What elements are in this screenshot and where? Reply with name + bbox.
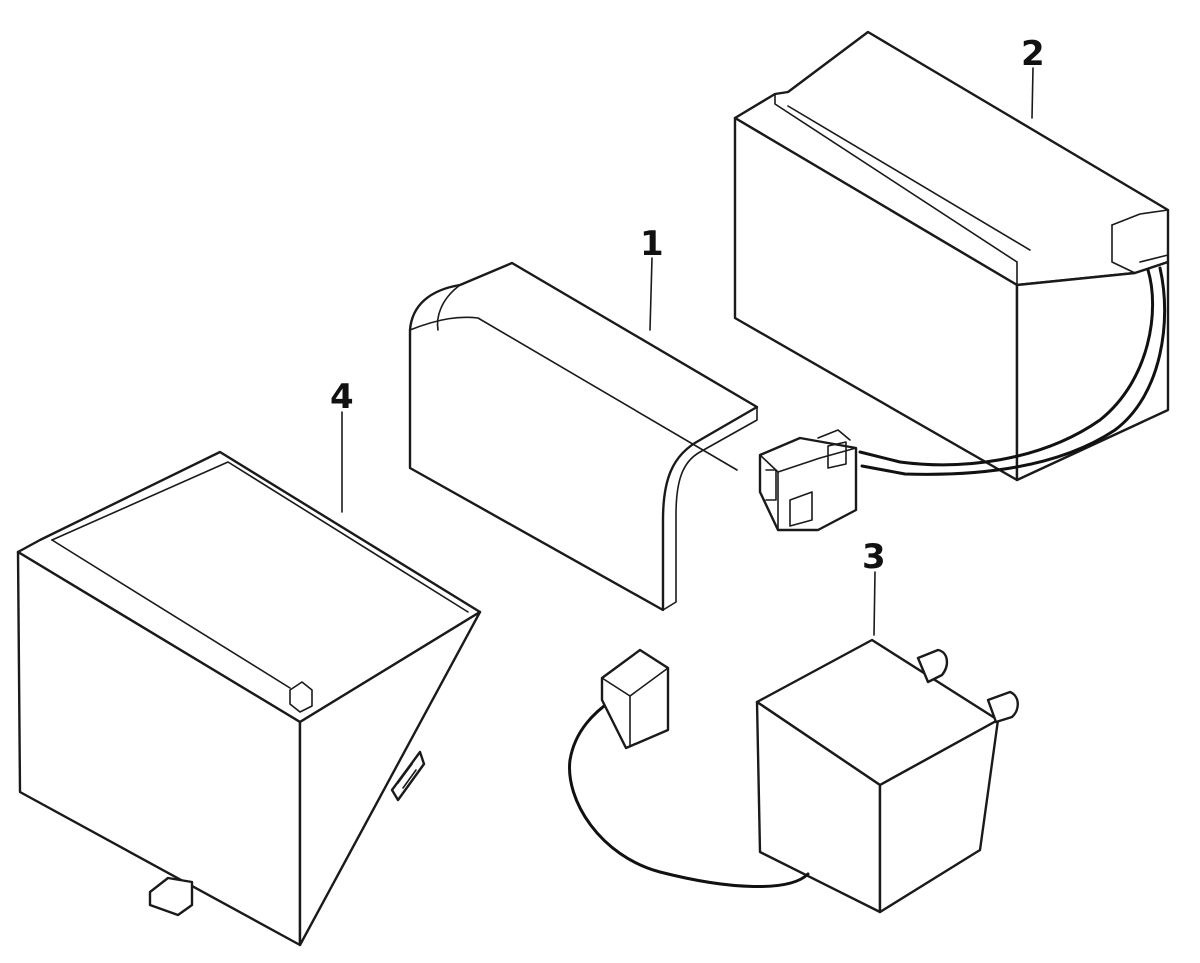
leader-line-3	[873, 571, 876, 636]
callout-4: 4	[330, 377, 354, 417]
part-4-housing	[16, 450, 482, 947]
part-2-battery	[733, 30, 1170, 532]
leader-line-2	[1031, 67, 1034, 119]
callout-2: 2	[1021, 34, 1045, 74]
callout-3: 3	[862, 537, 886, 577]
leader-lines	[341, 67, 1034, 636]
callout-1: 1	[640, 224, 664, 264]
leader-line-1	[649, 257, 653, 331]
part-1-cover	[408, 261, 759, 612]
part-3-charger	[568, 638, 1019, 914]
